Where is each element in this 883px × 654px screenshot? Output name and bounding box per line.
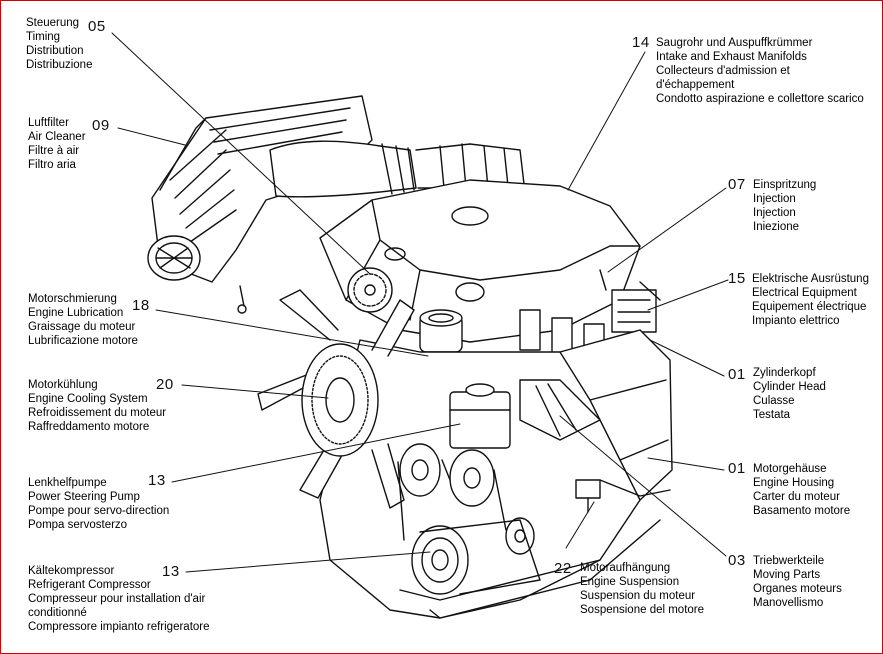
engine-mount-drawing (575, 479, 601, 513)
leader-line-14 (567, 51, 646, 191)
engine-block-drawing (319, 329, 673, 619)
callout-number: 09 (92, 117, 110, 134)
leader-line-18 (155, 309, 429, 357)
leader-line-03 (559, 415, 727, 557)
callout-label: Kältekompressor Refrigerant Compressor C… (28, 565, 210, 633)
leader-line-20 (181, 384, 329, 399)
leader-line-15 (647, 279, 729, 311)
power-steering-reservoir-drawing (449, 383, 511, 449)
oil-filler-drawing (419, 309, 463, 353)
leader-line-13b (185, 551, 431, 573)
engine-illustration (147, 95, 673, 619)
callout-number: 15 (728, 270, 746, 287)
callout-label: Luftfilter Air Cleaner Filtre à air Filt… (28, 117, 86, 171)
callout-label: Triebwerkteile Moving Parts Organes mote… (753, 555, 842, 609)
callout-number: 18 (132, 297, 150, 314)
callout-label: Motorschmierung Engine Lubrication Grais… (28, 293, 138, 347)
callout-number: 13 (148, 472, 166, 489)
callout-number: 07 (728, 176, 746, 193)
timing-sprocket-drawing (347, 267, 393, 313)
leader-line-09 (117, 127, 186, 146)
callout-label: Motorgehäuse Engine Housing Carter du mo… (753, 463, 851, 517)
callout-label: Saugrohr und Auspuffkrümmer Intake and E… (656, 37, 864, 105)
leader-line-07 (607, 187, 727, 273)
intake-duct-drawing (269, 140, 525, 198)
leader-line-22 (565, 501, 595, 549)
callout-label: Lenkhelfpumpe Power Steering Pump Pompe … (28, 477, 170, 531)
callout-number: 14 (632, 34, 650, 51)
leader-line-05 (111, 32, 371, 275)
callout-number: 22 (554, 560, 572, 577)
pulleys-drawing (397, 443, 535, 555)
ac-compressor-drawing (411, 519, 541, 595)
leader-line-01b (647, 457, 725, 471)
callout-label: Steuerung Timing Distribution Distribuzi… (26, 17, 93, 71)
callout-label: Elektrische Ausrüstung Electrical Equipm… (752, 273, 869, 327)
leader-line-13a (171, 423, 461, 483)
callout-number: 20 (156, 376, 174, 393)
callout-number: 03 (728, 552, 746, 569)
callout-number: 01 (728, 460, 746, 477)
leader-line-01a (649, 339, 725, 377)
callout-number: 13 (162, 563, 180, 580)
cylinder-head-drawing (319, 179, 641, 343)
leader-lines (111, 32, 729, 573)
callout-number: 05 (88, 18, 106, 35)
callout-label: Motorkühlung Engine Cooling System Refro… (28, 379, 167, 433)
callout-label: Einspritzung Injection Injection Iniezio… (753, 179, 817, 233)
callout-label: Motoraufhängung Engine Suspension Suspen… (580, 562, 705, 616)
cooling-fan-drawing (257, 289, 415, 509)
callout-label: Zylinderkopf Cylinder Head Culasse Testa… (753, 367, 826, 421)
callout-number: 01 (728, 366, 746, 383)
